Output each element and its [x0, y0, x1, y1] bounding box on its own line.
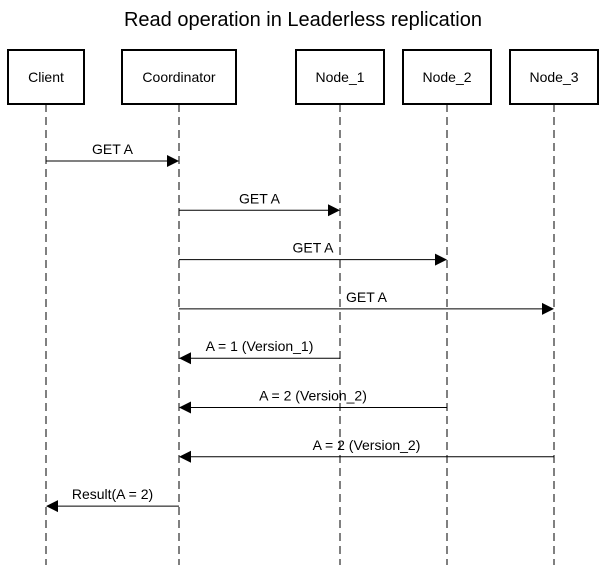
participant-label: Client — [28, 69, 64, 85]
message-5: A = 1 (Version_1) — [179, 338, 340, 365]
message-1: GET A — [46, 141, 179, 167]
participant-box — [7, 49, 85, 105]
arrowhead — [179, 450, 191, 463]
participant-label: Node_1 — [315, 69, 364, 85]
message-7: A = 2 (Version_2) — [179, 437, 554, 463]
participant-box — [295, 49, 385, 105]
message-4: GET A — [179, 289, 554, 315]
arrowhead — [328, 204, 340, 217]
participant-box — [121, 49, 237, 105]
participant-box — [402, 49, 492, 105]
participant-client: Client — [7, 49, 85, 105]
message-label: GET A — [92, 141, 134, 157]
participant-node1: Node_1 — [295, 49, 385, 105]
arrowhead — [179, 352, 191, 365]
participant-box — [509, 49, 599, 105]
arrowhead — [167, 155, 179, 167]
message-label: GET A — [239, 190, 281, 206]
lifelines — [45, 104, 555, 565]
arrowhead — [179, 401, 191, 414]
message-label: GET A — [346, 289, 388, 305]
participant-node3: Node_3 — [509, 49, 599, 105]
participant-label: Node_3 — [529, 69, 578, 85]
message-2: GET A — [179, 190, 340, 217]
arrowhead — [542, 302, 554, 315]
message-label: A = 2 (Version_2) — [313, 437, 421, 453]
participant-label: Node_2 — [422, 69, 471, 85]
message-label: GET A — [293, 240, 335, 256]
diagram-title: Read operation in Leaderless replication — [124, 9, 482, 31]
message-3: GET A — [179, 240, 447, 266]
message-label: Result(A = 2) — [72, 486, 153, 502]
message-label: A = 1 (Version_1) — [206, 338, 314, 354]
message-8: Result(A = 2) — [46, 486, 179, 513]
participant-node2: Node_2 — [402, 49, 492, 105]
message-label: A = 2 (Version_2) — [259, 388, 367, 404]
participant-coordinator: Coordinator — [121, 49, 237, 105]
messages: GET A GET A GET A GET A A = 1 (Version_1) A =… — [46, 141, 554, 513]
message-6: A = 2 (Version_2) — [179, 388, 447, 414]
participants: Client Coordinator Node_1 Node_2 Node_3 — [7, 49, 599, 105]
arrowhead — [435, 253, 447, 266]
participant-label: Coordinator — [142, 69, 215, 85]
arrowhead — [46, 500, 58, 513]
